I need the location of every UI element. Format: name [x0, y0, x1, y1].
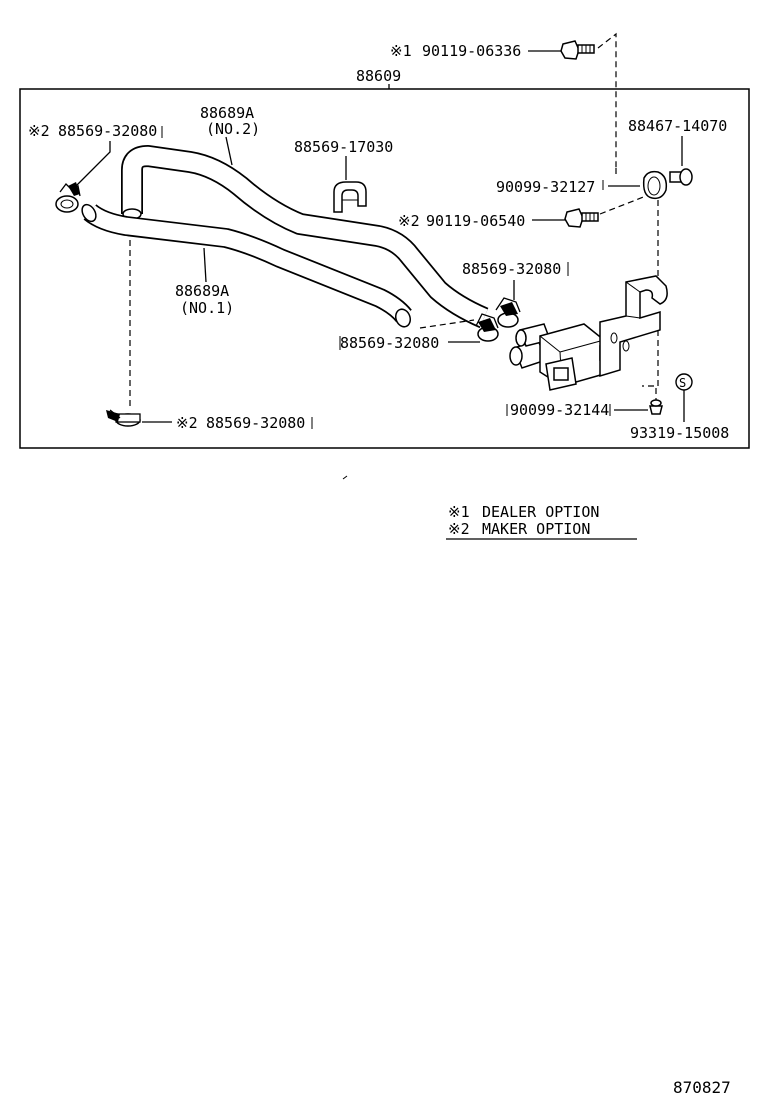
clamp-lower-part-number: 88569-32080 [206, 414, 305, 432]
bolt-mid-icon [564, 208, 599, 228]
vsv-valve-icon [509, 323, 615, 391]
bolt-mid-mark: ※2 [398, 212, 420, 230]
bolt-right-icon [669, 168, 693, 186]
grommet-icon [642, 170, 668, 200]
clamp-mid-left-icon [475, 313, 499, 342]
grommet-lower-part-number: 90099-32144 [510, 401, 609, 419]
assembly-frame [19, 88, 750, 449]
hose-no2 [121, 145, 489, 329]
clamp-mid-right-icon [495, 297, 521, 328]
clamp-mid-left-part-number: 88569-32080 [340, 334, 439, 352]
legend-mark-2: ※2 [448, 520, 470, 538]
clamp-upper-left-icon [55, 182, 81, 213]
clamp-mid-right-part-number: 88569-32080 [462, 260, 561, 278]
bolt-top-part-number: 90119-06336 [422, 42, 521, 60]
hose-no1 [81, 203, 412, 328]
legend-text-2: MAKER OPTION [482, 520, 590, 538]
legend-text-1: DEALER OPTION [482, 503, 599, 521]
hose-no1-sub-label: (NO.1) [180, 299, 234, 317]
holder-icon [333, 181, 367, 213]
hose-no2-sub-label: (NO.2) [206, 120, 260, 138]
grommet-lower-icon [649, 399, 663, 415]
clamp-upper-left-part-number: 88569-32080 [58, 122, 157, 140]
figure-id: 870827 [673, 1078, 731, 1097]
hose-no1-part-number: 88689A [175, 282, 229, 300]
holder-part-number: 88569-17030 [294, 138, 393, 156]
vsv-symbol-letter: S [679, 376, 686, 390]
hose-no2-part-number: 88689A [200, 104, 254, 122]
bracket-icon [599, 275, 668, 378]
bolt-mid-part-number: 90119-06540 [426, 212, 525, 230]
clamp-lower-mark: ※2 [176, 414, 198, 432]
bolt-top-icon [560, 40, 595, 60]
bolt-top-mark: ※1 [390, 42, 412, 60]
bolt-right-part-number: 88467-14070 [628, 117, 727, 135]
legend-mark-1: ※1 [448, 503, 470, 521]
legend: ※1 DEALER OPTION ※2 MAKER OPTION [446, 503, 637, 540]
vsv-part-number: 93319-15008 [630, 424, 729, 442]
clamp-upper-left-mark: ※2 [28, 122, 50, 140]
assembly-part-number: 88609 [356, 67, 401, 85]
clamp-lower-icon [106, 409, 141, 427]
grommet-part-number: 90099-32127 [496, 178, 595, 196]
vsv-symbol: S [675, 373, 693, 391]
